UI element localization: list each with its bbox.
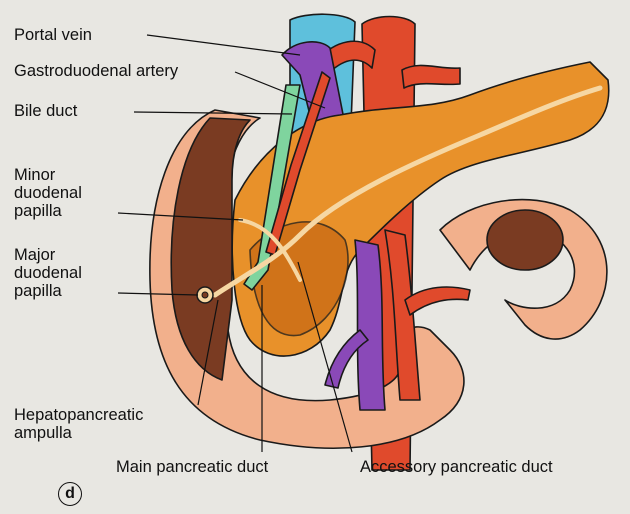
label-main-pancreatic-duct: Main pancreatic duct (116, 458, 268, 476)
label-minor-duodenal-papilla: Minor duodenal papilla (14, 166, 82, 220)
label-hepatopancreatic-ampulla: Hepatopancreatic ampulla (14, 406, 143, 442)
splenic-artery (402, 65, 460, 88)
label-accessory-pancreatic-duct: Accessory pancreatic duct (360, 458, 553, 476)
panel-letter: d (58, 482, 82, 506)
leader-portal-vein (147, 35, 300, 55)
jejunum-lumen (487, 210, 563, 270)
label-gastroduodenal-artery: Gastroduodenal artery (14, 62, 178, 80)
vessel-branch (405, 287, 470, 315)
label-bile-duct: Bile duct (14, 102, 77, 120)
label-major-duodenal-papilla: Major duodenal papilla (14, 246, 82, 300)
superior-mesenteric-vein (355, 240, 385, 410)
label-portal-vein: Portal vein (14, 26, 92, 44)
